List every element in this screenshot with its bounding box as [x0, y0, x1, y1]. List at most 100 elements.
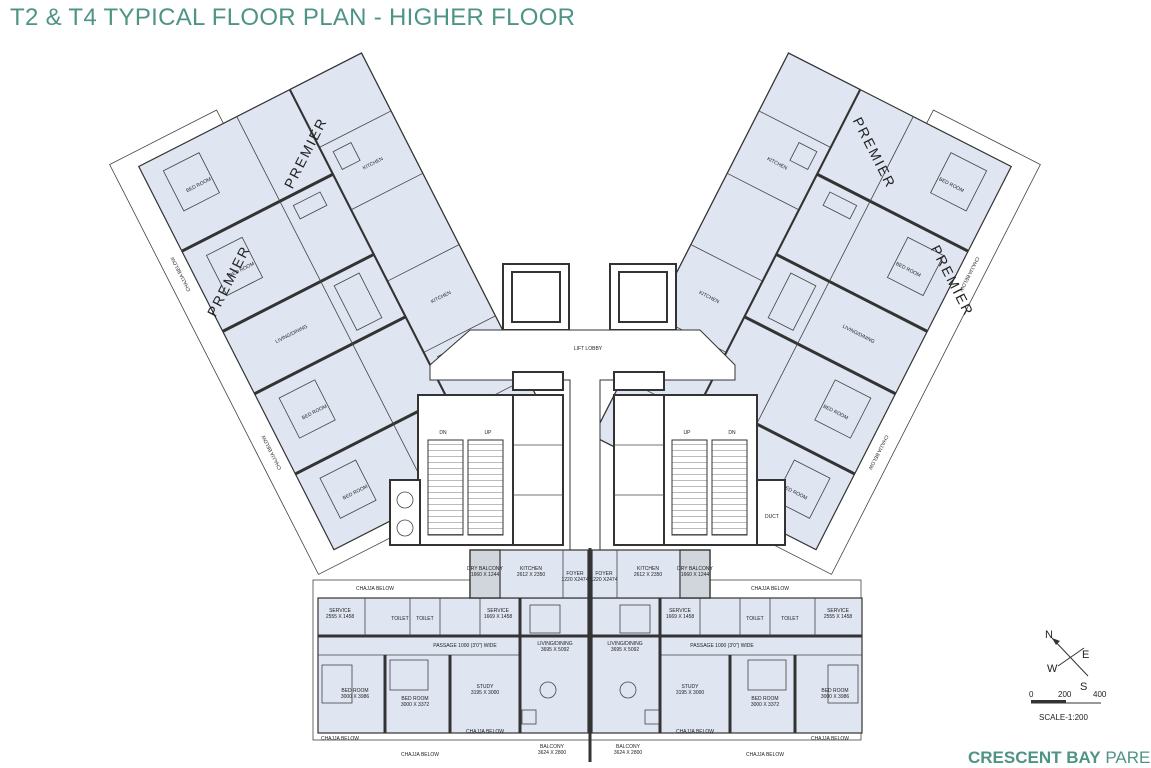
label-bed-room: BED ROOM — [821, 688, 848, 694]
bed-icon — [319, 459, 377, 519]
label-kitchen: KITCHEN — [520, 566, 542, 572]
scale-tick: 400 — [1093, 690, 1107, 699]
label-dry-balcony-size: 1660 X 1244 — [471, 572, 500, 578]
label-living-size: 3695 X 5092 — [541, 647, 570, 653]
label-study: STUDY — [682, 684, 700, 690]
stair-dn: DN — [728, 430, 736, 436]
label-dry-balcony-size: 1660 X 1244 — [681, 572, 710, 578]
north-compass: N E W S — [1045, 629, 1089, 693]
label-study: STUDY — [477, 684, 495, 690]
label-kitchen: KITCHEN — [637, 566, 659, 572]
sofa-icon — [644, 709, 660, 725]
lift-bank — [613, 394, 665, 546]
label-service-size: 2555 X 1458 — [326, 614, 355, 620]
armchair-icon — [539, 681, 557, 699]
label-kitchen-size: 2612 X 2350 — [517, 572, 546, 578]
compass-n: N — [1045, 629, 1053, 641]
bed-icon — [886, 236, 945, 297]
bottom-units: DRY BALCONY 1660 X 1244 KITCHEN 2612 X 2… — [312, 548, 863, 762]
stair-up: UP — [485, 430, 493, 436]
bed-icon — [321, 664, 353, 704]
dining-table-icon — [619, 604, 651, 634]
bed-icon — [930, 152, 988, 212]
label-balcony: BALCONY — [616, 744, 641, 750]
label-service-size: 1669 X 1458 — [484, 614, 513, 620]
label-living-size: 3695 X 5092 — [611, 647, 640, 653]
label-study-size: 3195 X 3000 — [471, 690, 500, 696]
lift-lobby-label: LIFT LOBBY — [574, 346, 603, 352]
label-chajja: CHAJJA BELOW — [356, 586, 394, 592]
label-bed-room: BED ROOM — [341, 688, 368, 694]
label-kitchen-size: 2612 X 2350 — [634, 572, 663, 578]
label-toilet: TOILET — [781, 616, 798, 622]
brand-bold: CRESCENT BAY — [968, 748, 1101, 767]
bed-icon — [747, 659, 787, 691]
label-chajja: CHAJJA BELOW — [746, 752, 784, 758]
compass-s: S — [1080, 681, 1087, 693]
label-bed-room-size: 3000 X 3986 — [341, 694, 370, 700]
sofa-icon — [521, 709, 537, 725]
label-chajja: CHAJJA BELOW — [811, 736, 849, 742]
label-balcony-size: 3624 X 2800 — [538, 750, 567, 756]
duct-label: DUCT — [765, 514, 779, 520]
label-service: SERVICE — [487, 608, 510, 614]
label-dry-balcony: DRY BALCONY — [467, 566, 503, 572]
label-study-size: 3195 X 3000 — [676, 690, 705, 696]
label-living: LIVING/DINING — [537, 641, 572, 647]
label-chajja: CHAJJA BELOW — [676, 729, 714, 735]
bed-icon — [205, 236, 264, 297]
label-service-size: 1669 X 1458 — [666, 614, 695, 620]
label-service: SERVICE — [329, 608, 352, 614]
scale-tick: 200 — [1058, 690, 1072, 699]
label-passage: PASSAGE 1000 (3'0") WIDE — [690, 643, 754, 649]
wc-icon — [332, 142, 361, 170]
central-core: LIFT LOBBY DN UP UP DN DUCT — [389, 263, 786, 556]
dining-table-icon — [529, 604, 561, 634]
scale-label: SCALE-1:200 — [1039, 713, 1088, 722]
dining-table-icon — [333, 272, 383, 331]
lift-bank — [512, 394, 564, 546]
compass-e: E — [1082, 649, 1089, 661]
right-bottom-unit — [591, 597, 863, 734]
bed-icon — [827, 664, 859, 704]
dining-table-icon — [767, 272, 817, 331]
label-bed-room: BED ROOM — [751, 696, 778, 702]
bed-icon — [278, 379, 336, 439]
bed-icon — [389, 659, 429, 691]
scale-tick: 0 — [1029, 690, 1034, 699]
stair-dn: DN — [439, 430, 447, 436]
armchair-icon — [619, 681, 637, 699]
label-living: LIVING/DINING — [607, 641, 642, 647]
page-title: T2 & T4 TYPICAL FLOOR PLAN - HIGHER FLOO… — [10, 4, 576, 31]
sofa-icon — [822, 191, 858, 220]
label-foyer-size: 1220 X2474 — [562, 577, 589, 583]
bed-icon — [162, 152, 220, 212]
label-chajja: CHAJJA BELOW — [401, 752, 439, 758]
sofa-icon — [292, 191, 328, 220]
label-toilet: TOILET — [391, 616, 408, 622]
label-chajja: CHAJJA BELOW — [751, 586, 789, 592]
label-passage: PASSAGE 1000 (3'0") WIDE — [433, 643, 497, 649]
label-foyer-size: 1220 X2474 — [591, 577, 618, 583]
bed-icon — [814, 379, 872, 439]
label-chajja: CHAJJA BELOW — [466, 729, 504, 735]
label-bed-room-size: 3000 X 3986 — [821, 694, 850, 700]
brand-rest: PARE — [1105, 748, 1151, 767]
label-bed-room-size: 3000 X 3372 — [751, 702, 780, 708]
label-dry-balcony: DRY BALCONY — [677, 566, 713, 572]
label-bed-room-size: 3000 X 3372 — [401, 702, 430, 708]
label-foyer: FOYER — [595, 571, 613, 577]
label-balcony-size: 3624 X 2800 — [614, 750, 643, 756]
label-foyer: FOYER — [566, 571, 584, 577]
scale-bar: 0 200 400 — [1029, 690, 1107, 704]
brand-logo-text: CRESCENT BAY PARE — [968, 748, 1150, 768]
label-balcony: BALCONY — [540, 744, 565, 750]
left-bottom-unit — [317, 597, 589, 734]
label-service-size: 2555 X 1458 — [824, 614, 853, 620]
label-bed-room: BED ROOM — [401, 696, 428, 702]
label-service: SERVICE — [827, 608, 850, 614]
label-toilet: TOILET — [416, 616, 433, 622]
compass-w: W — [1047, 663, 1058, 675]
label-chajja: CHAJJA BELOW — [321, 736, 359, 742]
